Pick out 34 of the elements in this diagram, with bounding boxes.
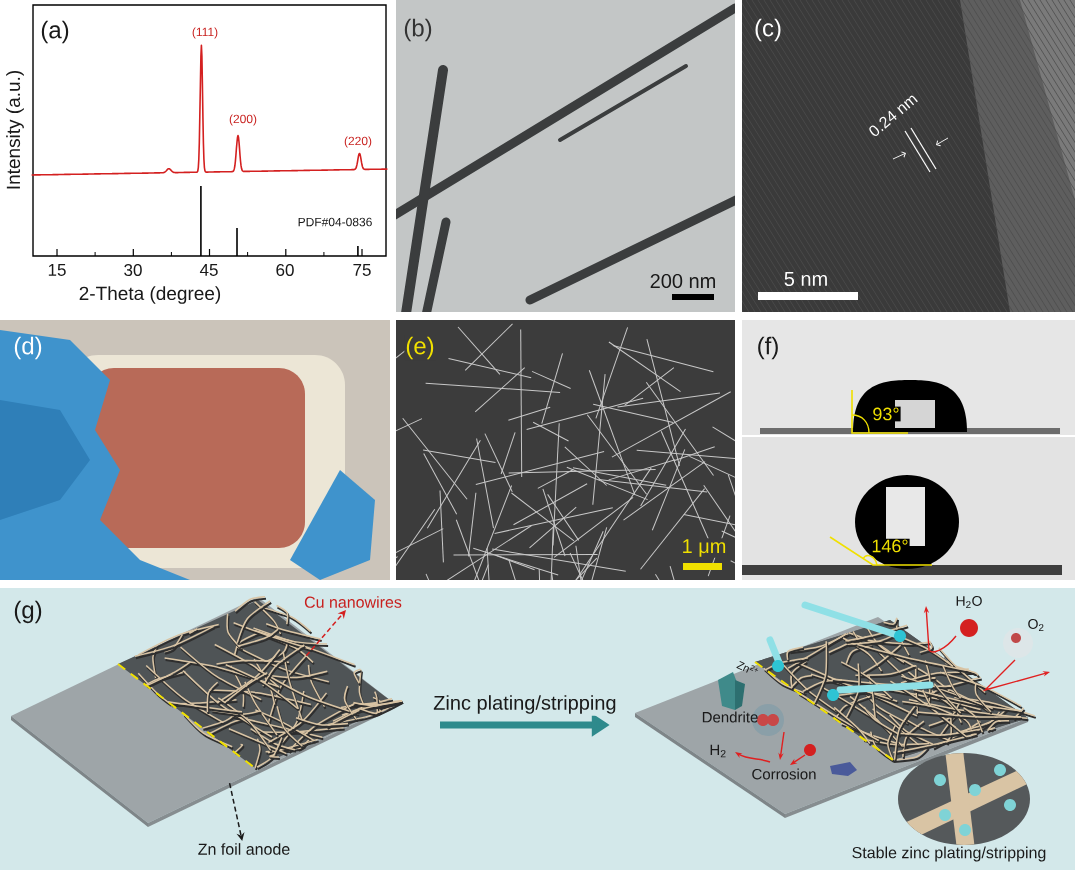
reference-label: PDF#04-0836 — [298, 217, 372, 227]
panel-label: (a) — [41, 20, 69, 44]
tick-label: 75 — [353, 264, 371, 276]
edge-label: Zinc plating/stripping — [431, 693, 619, 716]
scale-bar-label: 200 nm — [650, 273, 715, 289]
lattice-spacing-label: 0.24 nm — [869, 95, 918, 136]
callout-label: Dendrite — [702, 711, 758, 723]
panel-label: (d) — [14, 336, 42, 360]
tick-label: 45 — [199, 264, 218, 276]
peak-label: (200) — [229, 114, 257, 126]
molecule-label: H$_{2}$ — [710, 744, 726, 758]
axis-title: Intensity (a.u.) — [6, 71, 24, 189]
panel-label: (b) — [404, 18, 432, 42]
callout-text: Zn foil anode — [198, 843, 290, 855]
panel-label: (c) — [755, 18, 781, 42]
nanowire-mat-drawing — [117, 596, 404, 771]
scale-bar-label: 5 nm — [784, 272, 827, 286]
molecule-label: O$_{2}$ — [1028, 619, 1044, 631]
inset-caption: Stable zinc plating/stripping — [852, 846, 1046, 862]
tick-label: 60 — [276, 264, 294, 276]
peak-label: (220) — [344, 136, 372, 148]
axis-title: 2-Theta (degree) — [79, 286, 221, 304]
tick-label: 30 — [124, 264, 142, 276]
leader-line — [228, 782, 245, 841]
callout-label: Corrosion — [752, 768, 816, 780]
panel-label: (e) — [404, 335, 436, 361]
callout-text: Cu nanowires — [304, 596, 402, 608]
scale-bar-label: 1 μm — [680, 538, 728, 558]
ion-label: Zn$^{2+}$ — [736, 661, 759, 673]
panel-label: (g) — [14, 600, 42, 624]
peak-label: (111) — [192, 27, 218, 39]
molecule-label: H$_{2}$O — [956, 596, 982, 608]
panel-label: (f) — [758, 336, 778, 360]
tick-label: 15 — [48, 264, 66, 276]
